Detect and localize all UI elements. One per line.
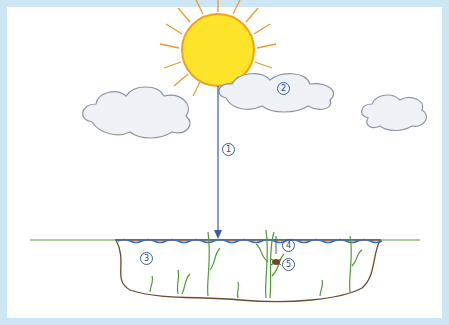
callout-number: 2 xyxy=(277,82,290,95)
water-plants xyxy=(150,230,362,298)
callout-number: 4 xyxy=(282,239,295,252)
drawing-area xyxy=(7,7,442,318)
pond-basin xyxy=(116,240,380,302)
callout-number: 3 xyxy=(140,252,153,265)
clouds xyxy=(83,74,427,138)
callout-number: 5 xyxy=(282,258,295,271)
arrow-head xyxy=(214,230,222,239)
callout-number: 1 xyxy=(222,143,235,156)
water-surface xyxy=(118,240,382,243)
leader-line xyxy=(276,236,277,254)
sunlight-arrow xyxy=(217,86,218,232)
water-insect xyxy=(271,259,281,265)
